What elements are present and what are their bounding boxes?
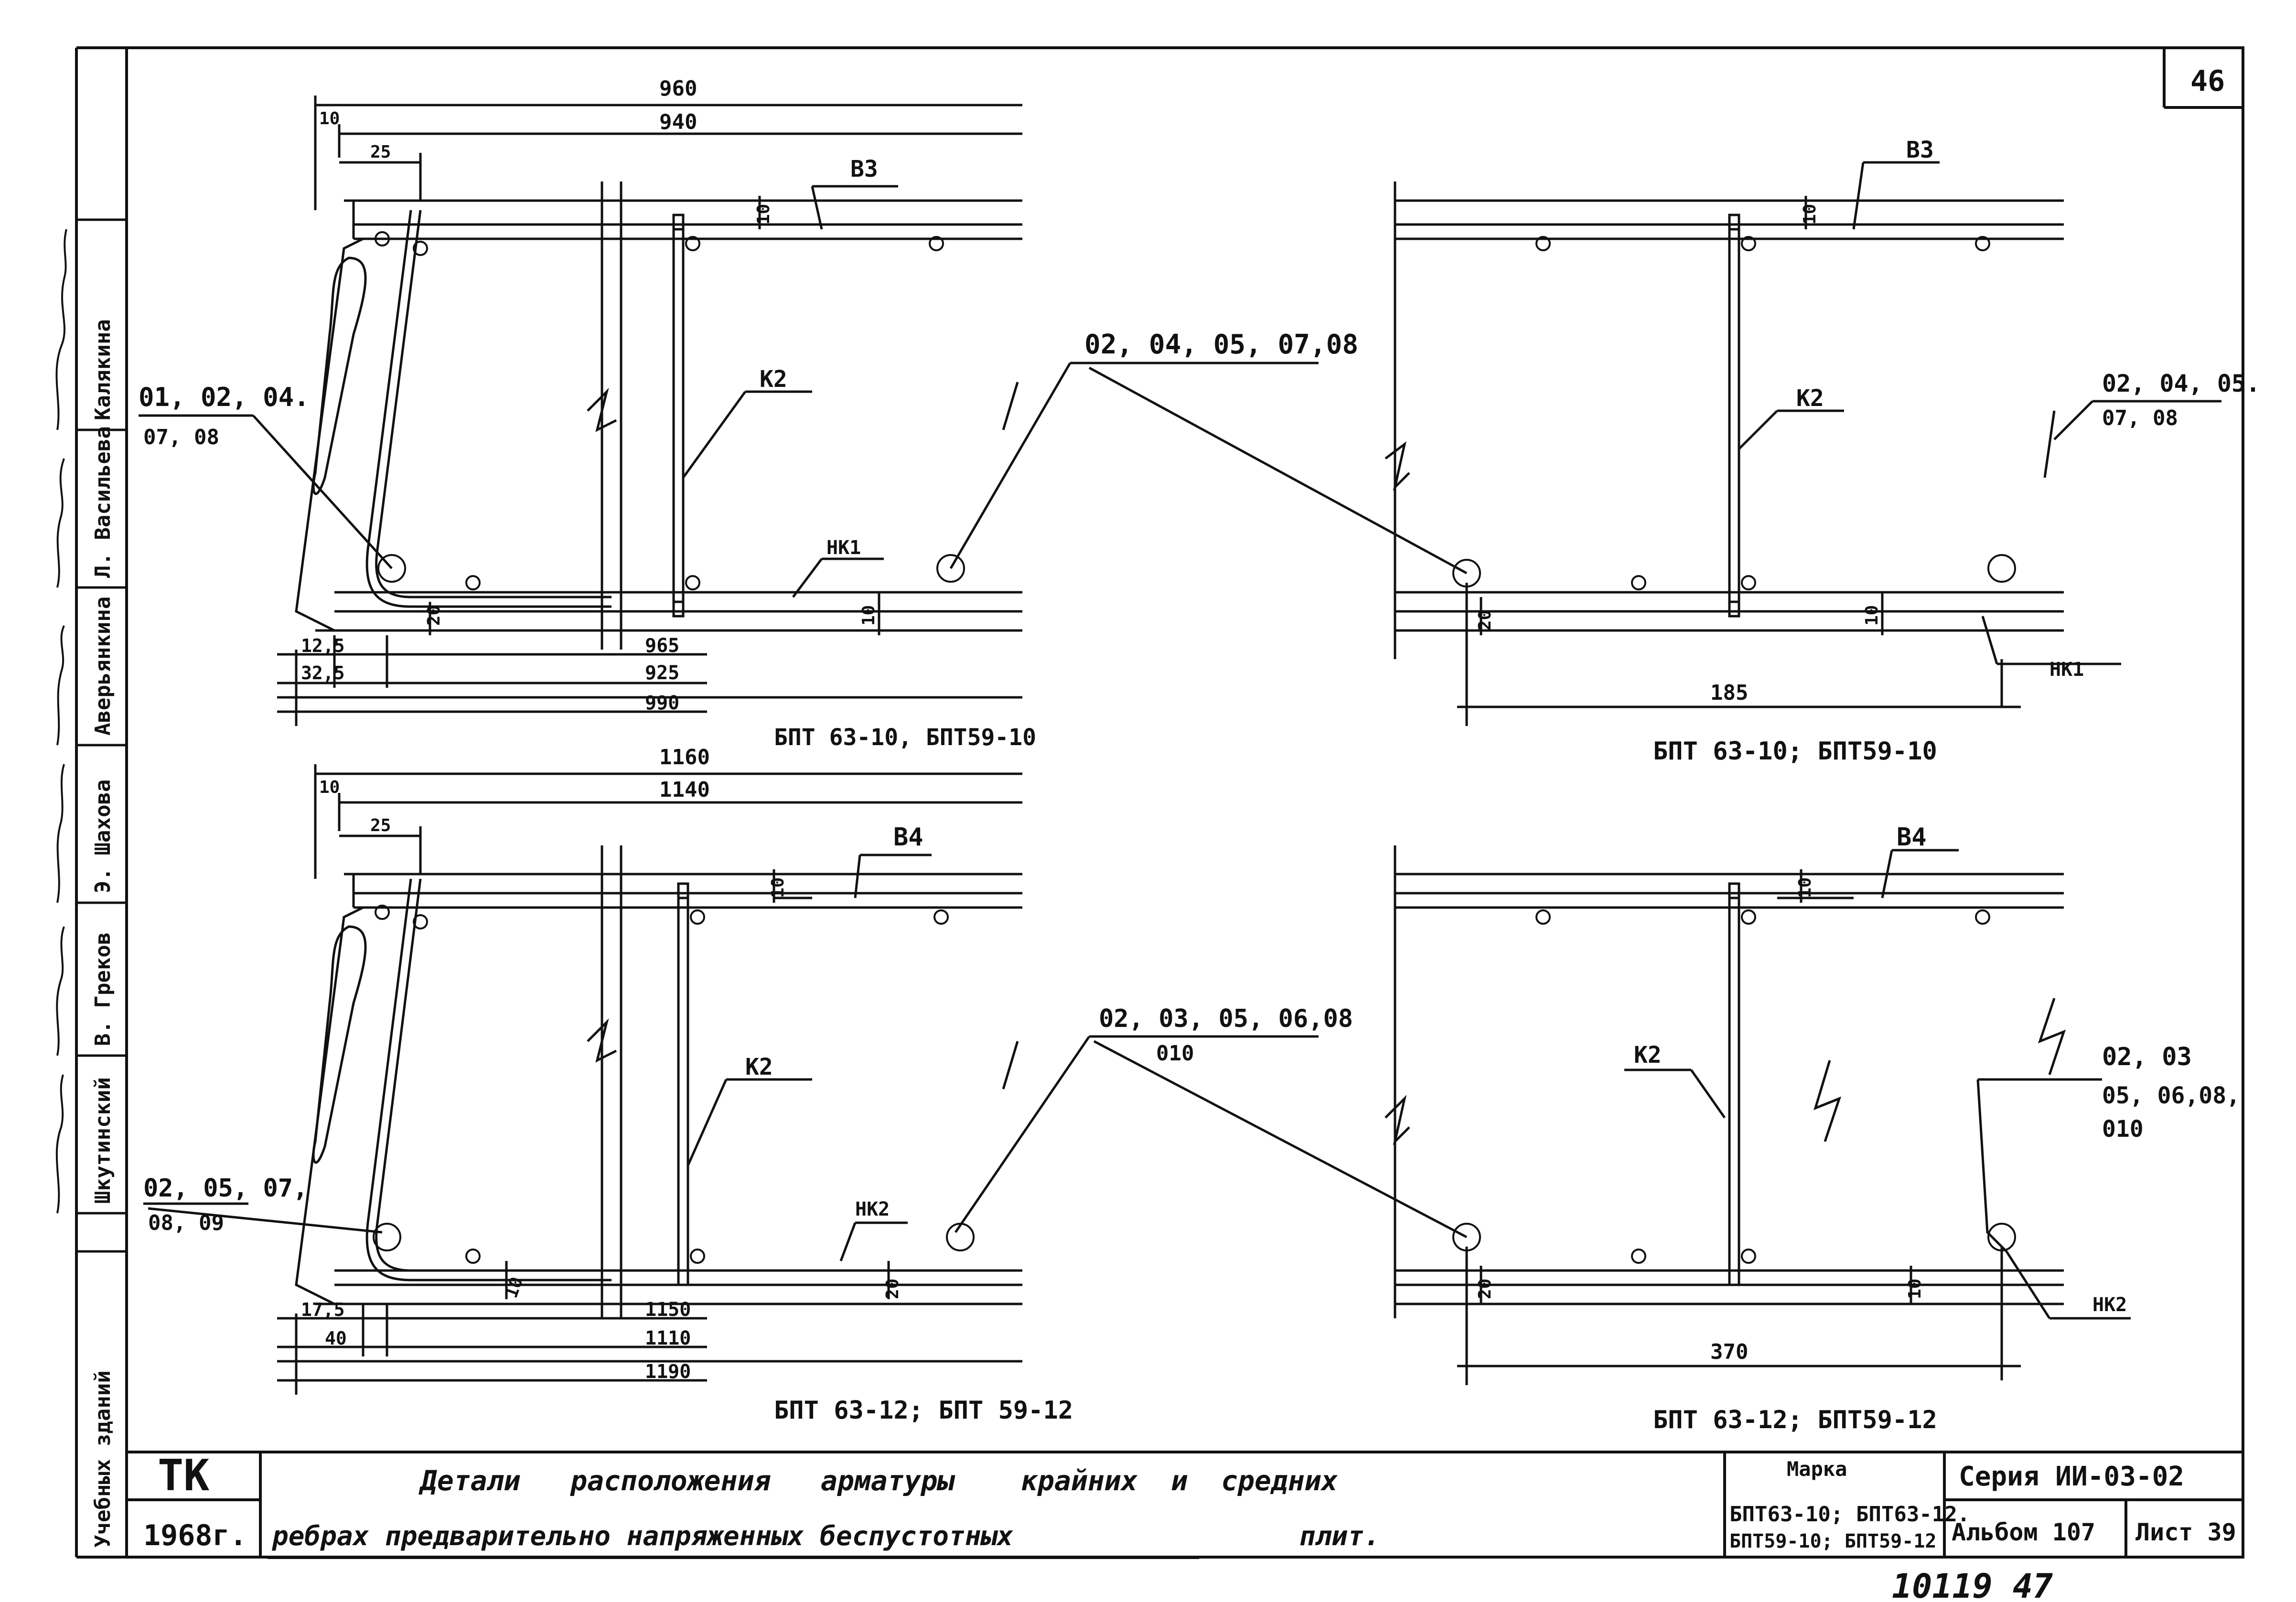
callout-a2: 07, 08 (143, 425, 219, 449)
caption-top-right: БПТ 63-10; БПТ59-10 (1653, 737, 1937, 766)
title-org: ТК (158, 1451, 209, 1501)
callout-br-a1: 02, 03 (2102, 1043, 2192, 1071)
label-b3-right: B3 (1906, 137, 1934, 163)
dim-960: 960 (659, 76, 697, 101)
title-line1: Детали расположения арматуры крайних и с… (418, 1464, 1338, 1497)
stamp-title: Учебных зданий (91, 1370, 115, 1548)
dim-370: 370 (1710, 1340, 1748, 1364)
stamp-column (76, 218, 127, 1253)
stamp-name-4: Аверьянкина (91, 597, 115, 736)
marka-line2: БПТ59-10; БПТ59-12 (1729, 1530, 1936, 1552)
dim-32-5: 32,5 (301, 662, 345, 684)
panel-bottom-left: 1160 1140 10 25 B4 K2 НК2 02, 05, 07, 08… (143, 745, 1353, 1425)
small-dim-10-br: 10 (1795, 877, 1815, 898)
dim-925: 925 (645, 662, 679, 684)
small-dim-10-bl: 10 (768, 877, 788, 898)
stamp-name-5: Л. Васильева (91, 426, 115, 578)
dim-40: 40 (325, 1328, 347, 1349)
callout-b: 02, 04, 05, 07,08 (1084, 329, 1358, 360)
label-k2-br: K2 (1634, 1042, 1662, 1068)
sheet-number: 46 (2190, 64, 2225, 98)
small-dim-20-right: 20 (1475, 610, 1495, 630)
panel-top-left: 960 940 10 25 B3 K2 НК1 01, 02, 04. 07, … (139, 76, 1358, 751)
dim-1150: 1150 (645, 1299, 691, 1321)
stamp-name-3: Э. Шахова (91, 780, 115, 893)
panel-top-right: B3 K2 НК1 02, 04, 05. 07, 08 10 20 10 18… (1088, 137, 2260, 766)
small-dim-20-bl: 20 (883, 1279, 902, 1299)
dim-940: 940 (659, 110, 697, 134)
panel-bottom-right: B4 K2 НК2 02, 03 05, 06,08, 010 10 20 10… (1093, 823, 2240, 1434)
callout-bl-a1: 02, 05, 07, (143, 1174, 308, 1203)
caption-bottom-left: БПТ 63-12; БПТ 59-12 (774, 1396, 1073, 1425)
series-label: Серия ИИ-03-02 (1959, 1461, 2184, 1492)
stamp-name-6: Калякина (91, 319, 115, 420)
sheet-label: Лист 39 (2135, 1518, 2236, 1546)
caption-top-left: БПТ 63-10, БПТ59-10 (774, 724, 1036, 751)
dim-965: 965 (645, 635, 679, 657)
callout-bl-a2: 08, 09 (148, 1211, 224, 1235)
dim-10: 10 (319, 109, 340, 128)
dim-25: 25 (370, 142, 391, 162)
label-nk1-right: НК1 (2049, 659, 2084, 681)
callout-right-a1: 02, 04, 05. (2102, 370, 2260, 397)
dim-1110: 1110 (645, 1327, 691, 1349)
handwritten-number: 10119 47 (1892, 1567, 2053, 1602)
dim-12-5: 12,5 (301, 635, 345, 656)
title-year: 1968г. (143, 1519, 247, 1552)
title-line2-tail: плит. (1299, 1521, 1380, 1552)
small-dim-20-br: 20 (1475, 1279, 1495, 1299)
callout-bl-b2: 010 (1156, 1041, 1194, 1066)
dim-1140: 1140 (659, 778, 710, 802)
title-line2: ребрах предварительно напряженных беспус… (271, 1521, 1013, 1552)
stamp-name-2: В. Греков (91, 932, 115, 1046)
dim-17-5: 17,5 (301, 1299, 345, 1320)
label-b4-right: B4 (1897, 823, 1927, 852)
stamp-name-1: Шкутинский (91, 1077, 115, 1204)
small-dim-10b: 10 (859, 605, 879, 626)
dim-1190: 1190 (645, 1361, 691, 1383)
label-k2-bl: K2 (745, 1054, 773, 1080)
label-k2: K2 (760, 366, 787, 393)
dim-1160: 1160 (659, 745, 710, 769)
small-dim-20: 20 (424, 605, 444, 626)
album-label: Альбом 107 (1952, 1518, 2095, 1546)
callout-bl-b1: 02, 03, 05, 06,08 (1099, 1004, 1353, 1033)
small-dim-10-right: 10 (1800, 204, 1820, 224)
dim-185: 185 (1710, 681, 1748, 705)
stamp-signatures (55, 229, 67, 1214)
label-nk1: НК1 (826, 537, 861, 559)
marka-line1: БПТ63-10; БПТ63-12. (1729, 1502, 1970, 1527)
callout-br-a3: 010 (2102, 1116, 2144, 1143)
label-k2-right: K2 (1796, 385, 1824, 412)
title-block (127, 1451, 2243, 1559)
label-b3: B3 (850, 156, 878, 182)
small-dim-10: 10 (754, 204, 773, 224)
caption-bottom-right: БПТ 63-12; БПТ59-12 (1653, 1406, 1937, 1434)
small-dim-10b-right: 10 (1862, 605, 1882, 626)
callout-a1: 01, 02, 04. (139, 382, 310, 412)
label-nk2: НК2 (855, 1198, 890, 1220)
label-nk2-right: НК2 (2092, 1294, 2127, 1316)
label-b4: B4 (893, 823, 923, 852)
callout-br-a2: 05, 06,08, (2102, 1082, 2240, 1109)
dim-10-bl: 10 (319, 778, 340, 797)
small-dim-10b-br: 10 (1905, 1279, 1925, 1299)
dim-25-bl: 25 (370, 816, 391, 835)
dim-990: 990 (645, 692, 679, 714)
marka-header: Марка (1787, 1457, 1847, 1481)
callout-right-a2: 07, 08 (2102, 406, 2178, 430)
